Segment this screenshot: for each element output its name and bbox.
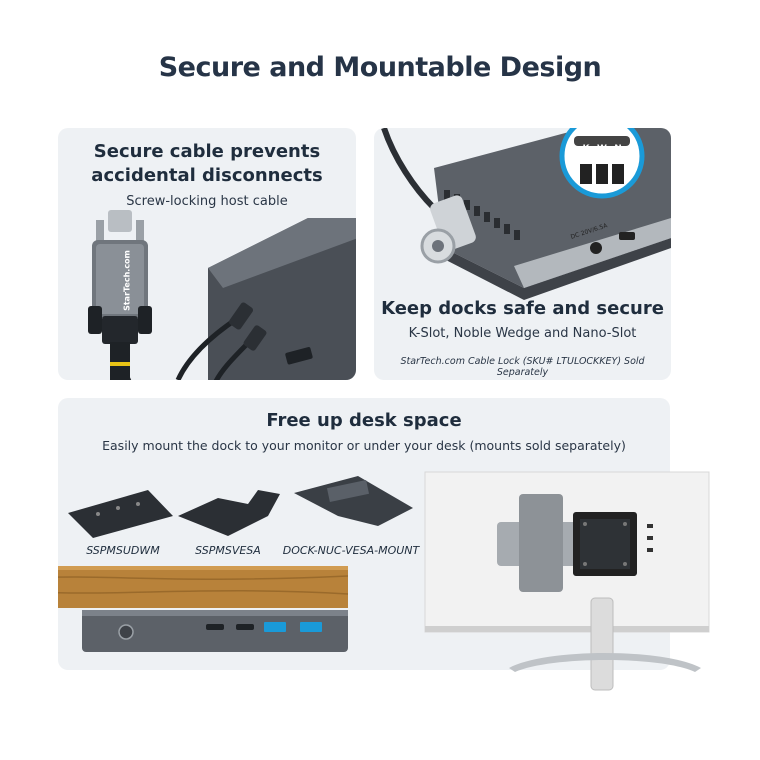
cable-heading-line1: Secure cable prevents [93,141,321,162]
cable-subtitle: Screw-locking host cable [126,194,288,209]
power-button-icon [118,624,134,640]
mount-plate-vesa [178,490,280,536]
mount-plate-sudwm [68,490,173,538]
lock-heading: Keep docks safe and secure [381,298,664,319]
wood-desk [58,566,348,608]
slot-letter-w: W [597,144,607,154]
monitor-illustration [424,471,710,691]
lock-panel: K W N DC 20V/6.5A Keep docks safe and se… [374,128,671,380]
mount-subtitle: Easily mount the dock to your monitor or… [102,438,626,453]
cable-heading-line2: accidental disconnects [91,165,323,186]
mount-label-2: SSPMSVESA [195,544,261,557]
mount-products [68,476,413,538]
slot-letter-k: K [582,144,590,154]
cable-illustration [88,210,356,380]
monitor-base [509,653,701,672]
page-title: Secure and Mountable Design [158,52,602,83]
mount-plate-nuc [294,476,413,526]
mount-heading: Free up desk space [266,410,462,431]
dock-under-desk [82,610,348,652]
mount-label-1: SSPMSUDWM [86,544,160,557]
lock-subtitle: K-Slot, Noble Wedge and Nano-Slot [408,326,637,341]
mount-label-3: DOCK-NUC-VESA-MOUNT [282,544,420,557]
desk-mount-illustration [58,566,349,652]
monitor-stand [590,597,614,691]
lock-note: StarTech.com Cable Lock (SKU# LTULOCKKEY… [400,356,645,378]
slot-letter-n: N [614,144,622,154]
cable-panel: Secure cable prevents accidental disconn… [58,128,356,380]
lock-illustration [381,128,671,300]
connector-brand-label: StarTech.com [122,250,132,311]
